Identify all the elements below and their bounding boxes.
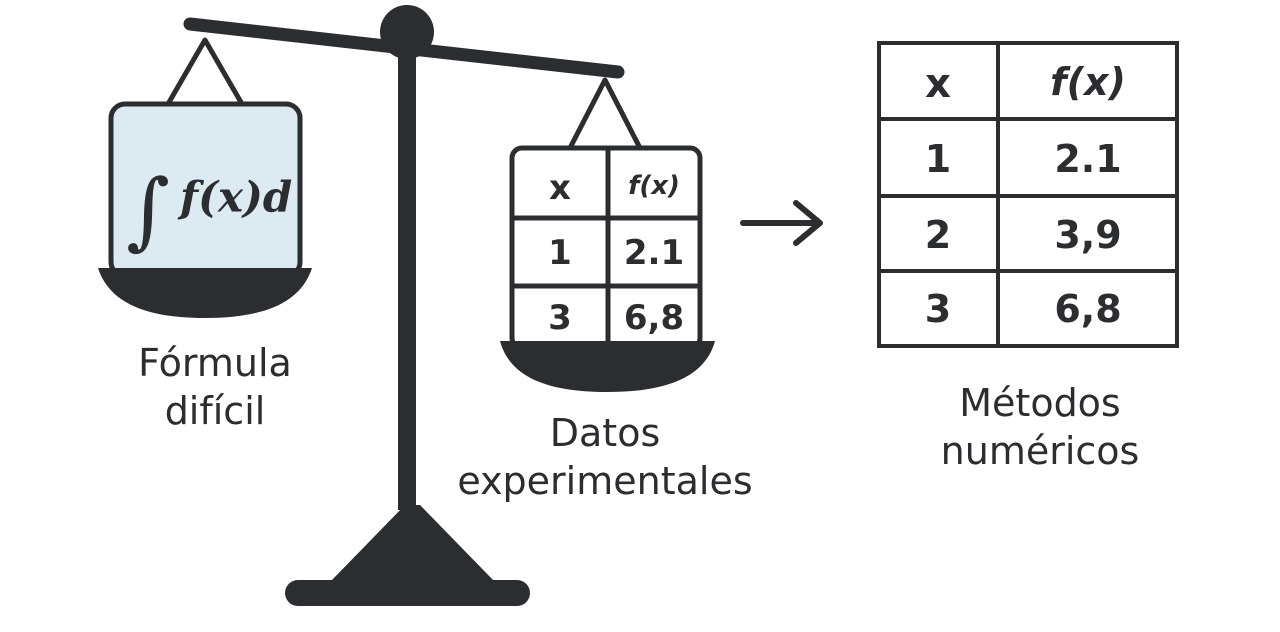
right-cell-r1-fx: 2.1 bbox=[1054, 137, 1121, 181]
middle-cell-r2-fx: 6,8 bbox=[624, 298, 684, 338]
right-cell-r2-x: 2 bbox=[925, 213, 951, 257]
middle-hanger bbox=[567, 77, 643, 150]
scale-pivot bbox=[380, 5, 434, 59]
scale-base bbox=[330, 505, 495, 582]
middle-header-fx: f(x) bbox=[628, 171, 680, 201]
integral-sign-icon: ∫ bbox=[126, 161, 170, 259]
right-table: x f(x) 1 2.1 2 3,9 3 6,8 bbox=[877, 41, 1179, 348]
left-hanger bbox=[165, 37, 245, 106]
methods-label-line2: numéricos bbox=[940, 428, 1140, 473]
data-label-line2: experimentales bbox=[457, 458, 753, 503]
middle-cell-r1-x: 1 bbox=[548, 233, 572, 273]
left-pan bbox=[98, 268, 312, 318]
right-cell-r1-x: 1 bbox=[925, 137, 951, 181]
arrow-right-icon bbox=[740, 200, 823, 246]
formula-label-line1: Fórmula bbox=[138, 341, 292, 385]
right-cell-r2-fx: 3,9 bbox=[1054, 213, 1121, 257]
formula-label-line2: difícil bbox=[164, 388, 266, 433]
formula-label: Fórmula difícil bbox=[90, 340, 340, 435]
data-label-line1: Datos bbox=[549, 411, 661, 455]
right-cell-r3-x: 3 bbox=[925, 287, 951, 331]
data-label: Datos experimentales bbox=[420, 410, 790, 505]
right-cell-r3-fx: 6,8 bbox=[1054, 287, 1121, 331]
right-header-fx: f(x) bbox=[1050, 60, 1126, 104]
middle-cell-r2-x: 3 bbox=[548, 298, 572, 338]
middle-pan bbox=[500, 341, 715, 392]
right-header-x: x bbox=[925, 61, 951, 107]
methods-label: Métodos numéricos bbox=[890, 380, 1190, 475]
middle-cell-r1-fx: 2.1 bbox=[624, 233, 684, 273]
scale-foot bbox=[285, 580, 530, 606]
methods-label-line1: Métodos bbox=[959, 381, 1121, 425]
middle-header-x: x bbox=[549, 168, 571, 208]
middle-table: x f(x) 1 2.1 3 6,8 bbox=[509, 145, 703, 351]
formula-text: f(x)d bbox=[177, 173, 292, 222]
scale-pillar bbox=[398, 50, 416, 510]
